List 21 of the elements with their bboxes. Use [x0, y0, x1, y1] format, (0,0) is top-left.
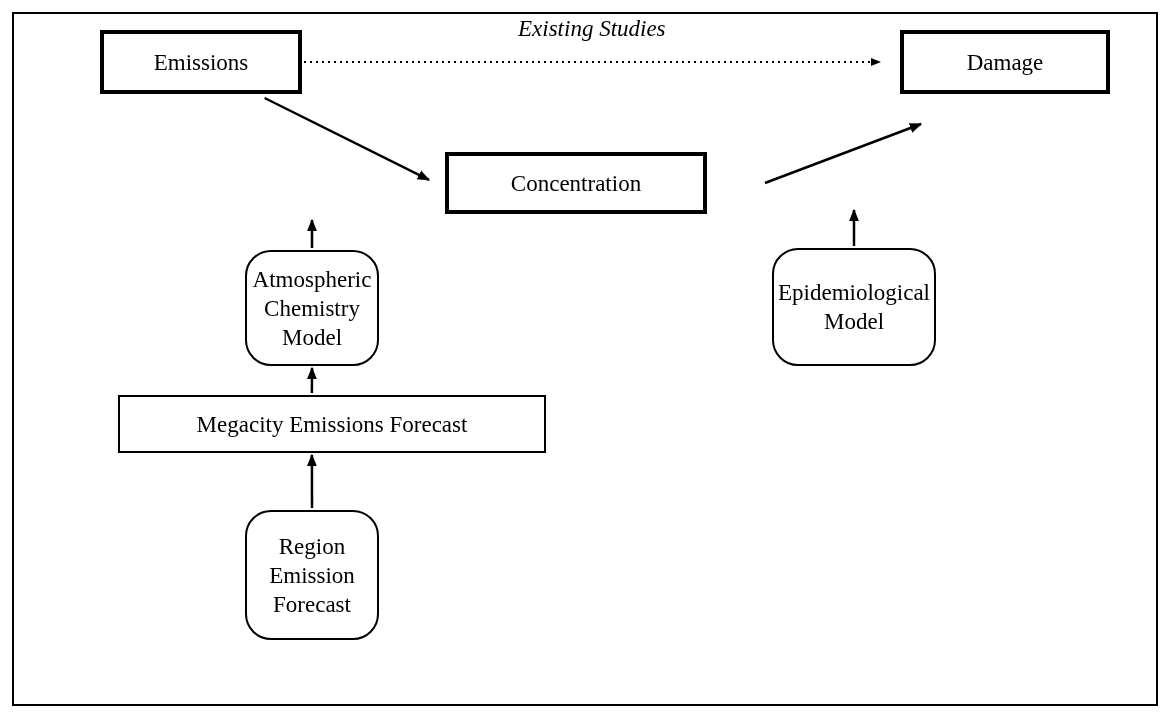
node-text: Damage [966, 48, 1044, 77]
model-box [772, 248, 936, 366]
arrow [764, 122, 923, 185]
model-box [245, 510, 379, 640]
node-text: Emissions [153, 48, 249, 77]
model-box [245, 250, 379, 366]
node-text: Megacity Emissions Forecast [196, 410, 468, 439]
process-box [100, 30, 302, 94]
arrow [306, 366, 317, 393]
node-text: Epidemiological Model [777, 279, 931, 336]
arrow [306, 453, 317, 508]
arrow [264, 96, 431, 181]
arrow [307, 218, 317, 248]
arrow [303, 58, 881, 66]
node-text: Concentration [510, 169, 642, 198]
node-text: Atmospheric Chemistry Model [251, 265, 373, 352]
process-box [118, 395, 546, 453]
arrow [849, 208, 859, 246]
process-box [445, 152, 707, 214]
process-box [900, 30, 1110, 94]
node-text: Region Emission Forecast [268, 532, 356, 619]
